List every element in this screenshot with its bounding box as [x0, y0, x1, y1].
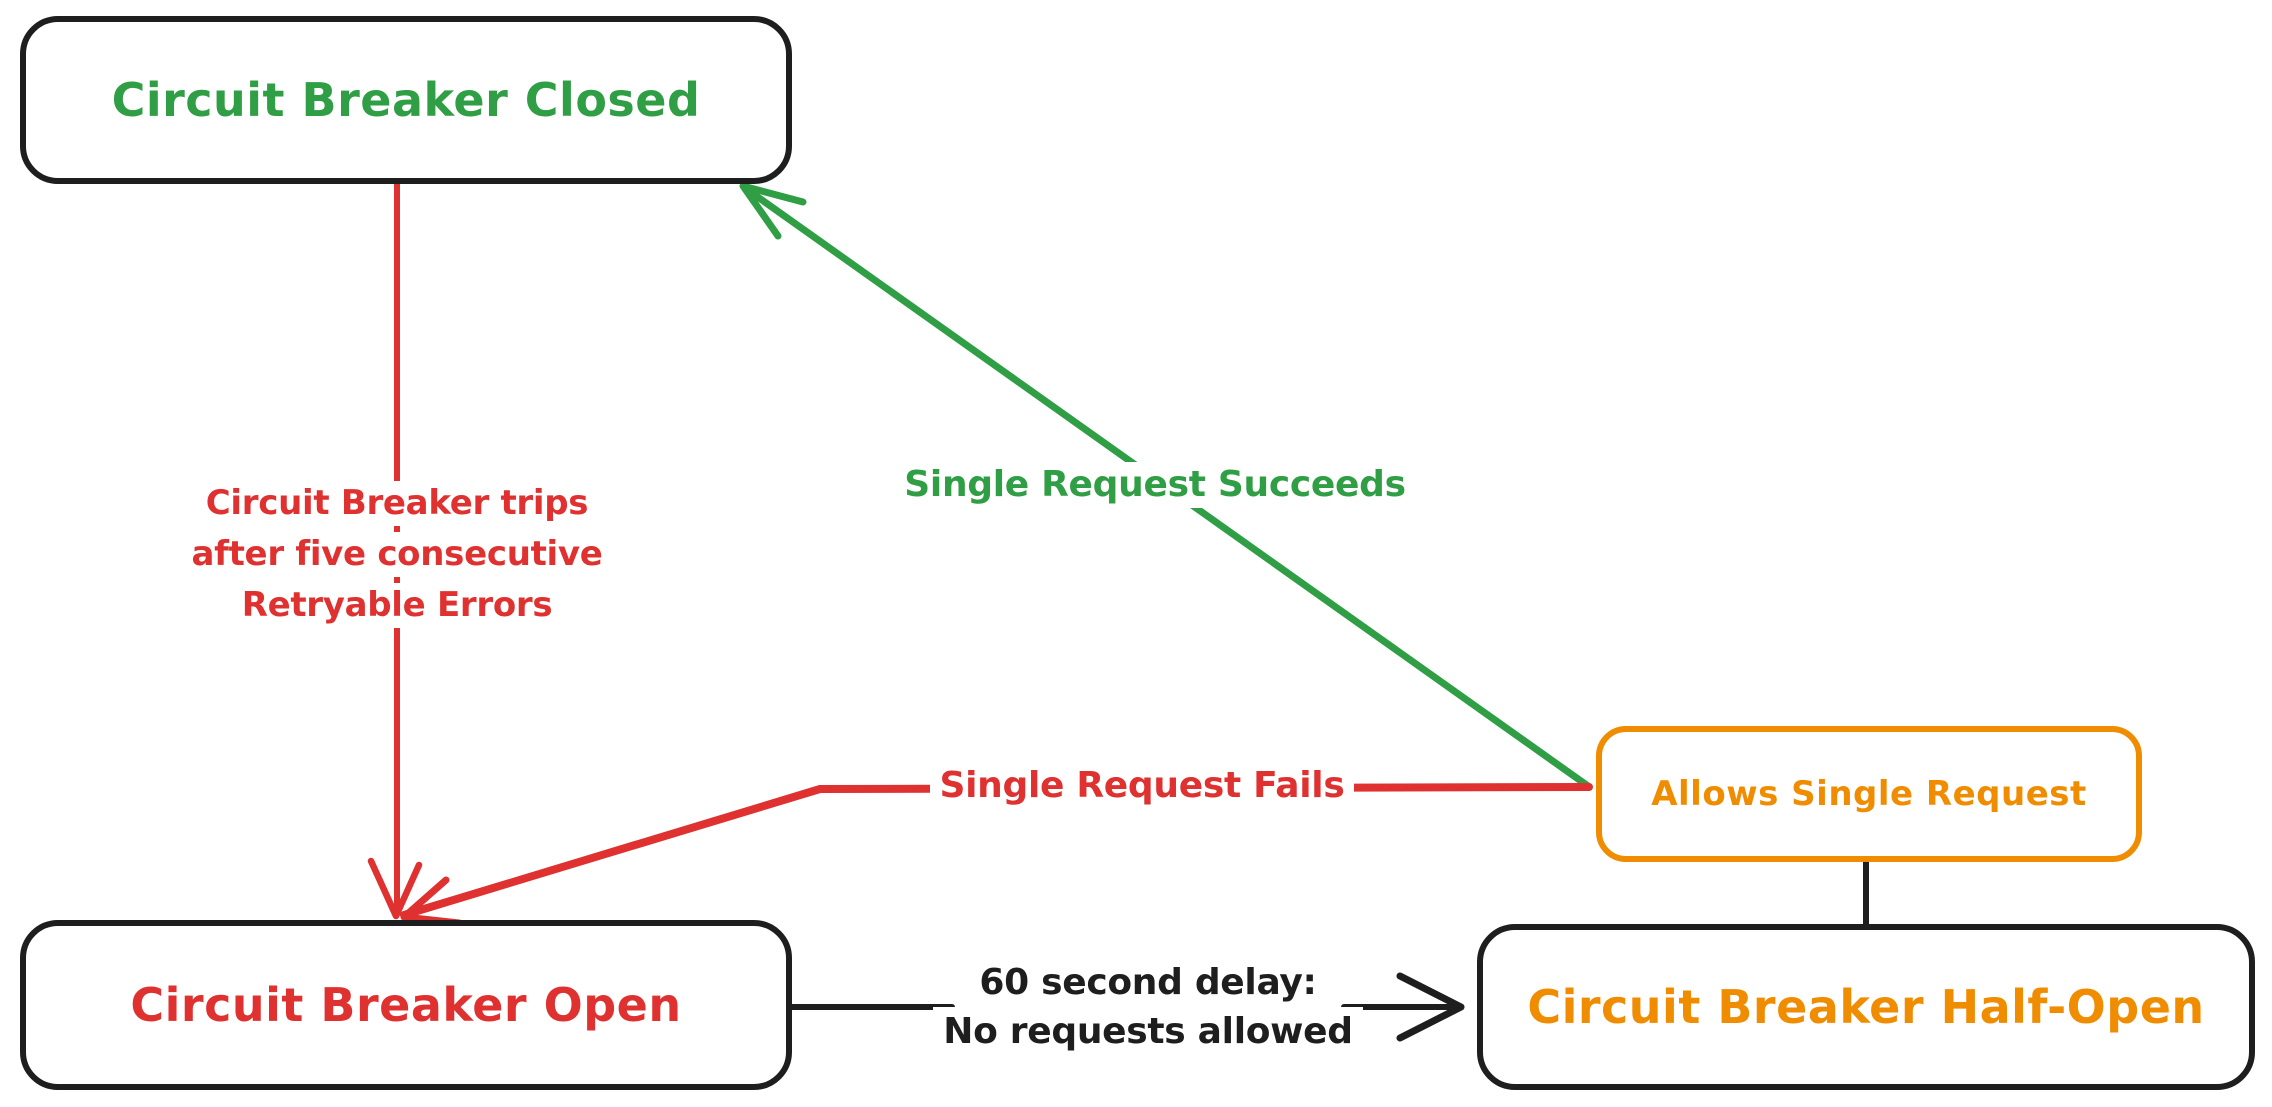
- node-circuit-breaker-closed-label: Circuit Breaker Closed: [111, 73, 701, 127]
- edge-label-delay: 60 second delay: No requests allowed: [898, 958, 1398, 1056]
- node-circuit-breaker-half-open-label: Circuit Breaker Half-Open: [1527, 980, 2205, 1034]
- edge-label-succeeds: Single Request Succeeds: [894, 462, 1416, 508]
- edge-delay-arrow: [789, 972, 1465, 1042]
- node-circuit-breaker-closed: Circuit Breaker Closed: [20, 16, 792, 184]
- edge-label-trips-line2: after five consecutive: [181, 532, 613, 577]
- edge-label-fails: Single Request Fails: [892, 763, 1392, 809]
- edge-label-delay-line2: No requests allowed: [933, 1007, 1363, 1056]
- edge-label-trips-line1: Circuit Breaker trips: [195, 481, 599, 526]
- edge-label-delay-line1: 60 second delay:: [969, 958, 1327, 1007]
- node-allows-single-request: Allows Single Request: [1596, 726, 2142, 862]
- node-circuit-breaker-half-open: Circuit Breaker Half-Open: [1477, 924, 2255, 1090]
- edge-label-trips: Circuit Breaker trips after five consecu…: [147, 481, 647, 628]
- edge-label-trips-line3: Retryable Errors: [231, 583, 563, 628]
- node-allows-single-request-label: Allows Single Request: [1651, 774, 2087, 814]
- edge-label-succeeds-text: Single Request Succeeds: [894, 462, 1416, 508]
- edge-label-fails-text: Single Request Fails: [929, 763, 1355, 809]
- node-circuit-breaker-open-label: Circuit Breaker Open: [130, 978, 682, 1032]
- node-circuit-breaker-open: Circuit Breaker Open: [20, 920, 792, 1090]
